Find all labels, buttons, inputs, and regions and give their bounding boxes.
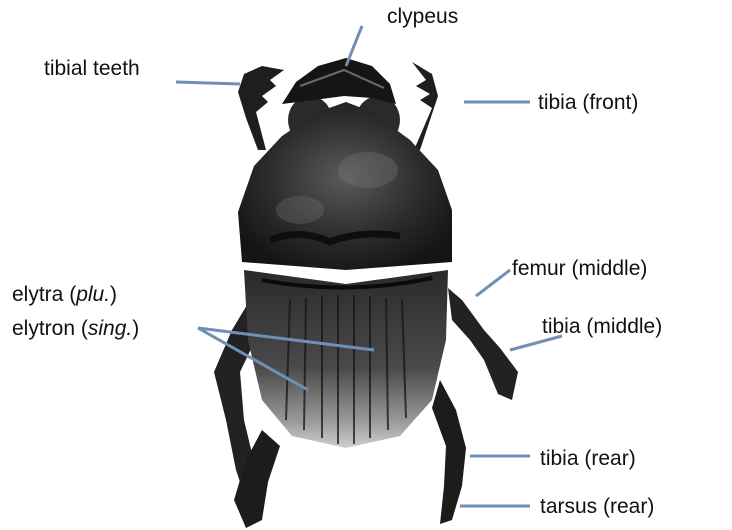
elytra [244,270,448,448]
middle-leg-right [448,288,518,400]
label-elytra: elytra (plu.) [12,284,117,305]
label-clypeus: clypeus [387,6,458,27]
label-femur-middle: femur (middle) [512,258,647,279]
label-tibial-teeth: tibial teeth [44,58,140,79]
label-tibia-middle: tibia (middle) [542,316,662,337]
label-elytron-word: elytron [12,317,75,340]
leader-tibial-teeth [176,82,240,84]
label-tibia-rear: tibia (rear) [540,448,636,469]
front-leg-left [238,66,284,150]
rear-leg-right [432,380,466,524]
pronotum [238,102,452,270]
label-elytron-open: ( [75,317,88,340]
label-elytra-close: ) [110,283,117,306]
label-elytra-term: plu. [76,283,110,306]
leader-femur-middle [476,270,510,296]
front-leg-right [412,62,438,150]
leader-clypeus [346,26,362,66]
label-elytron: elytron (sing.) [12,318,139,339]
leader-tibia-middle [510,336,562,350]
label-tibia-front: tibia (front) [538,92,638,113]
label-elytra-open: ( [63,283,76,306]
label-elytra-word: elytra [12,283,63,306]
label-elytron-close: ) [132,317,139,340]
label-tarsus-rear: tarsus (rear) [540,496,654,517]
label-elytron-term: sing. [88,317,132,340]
